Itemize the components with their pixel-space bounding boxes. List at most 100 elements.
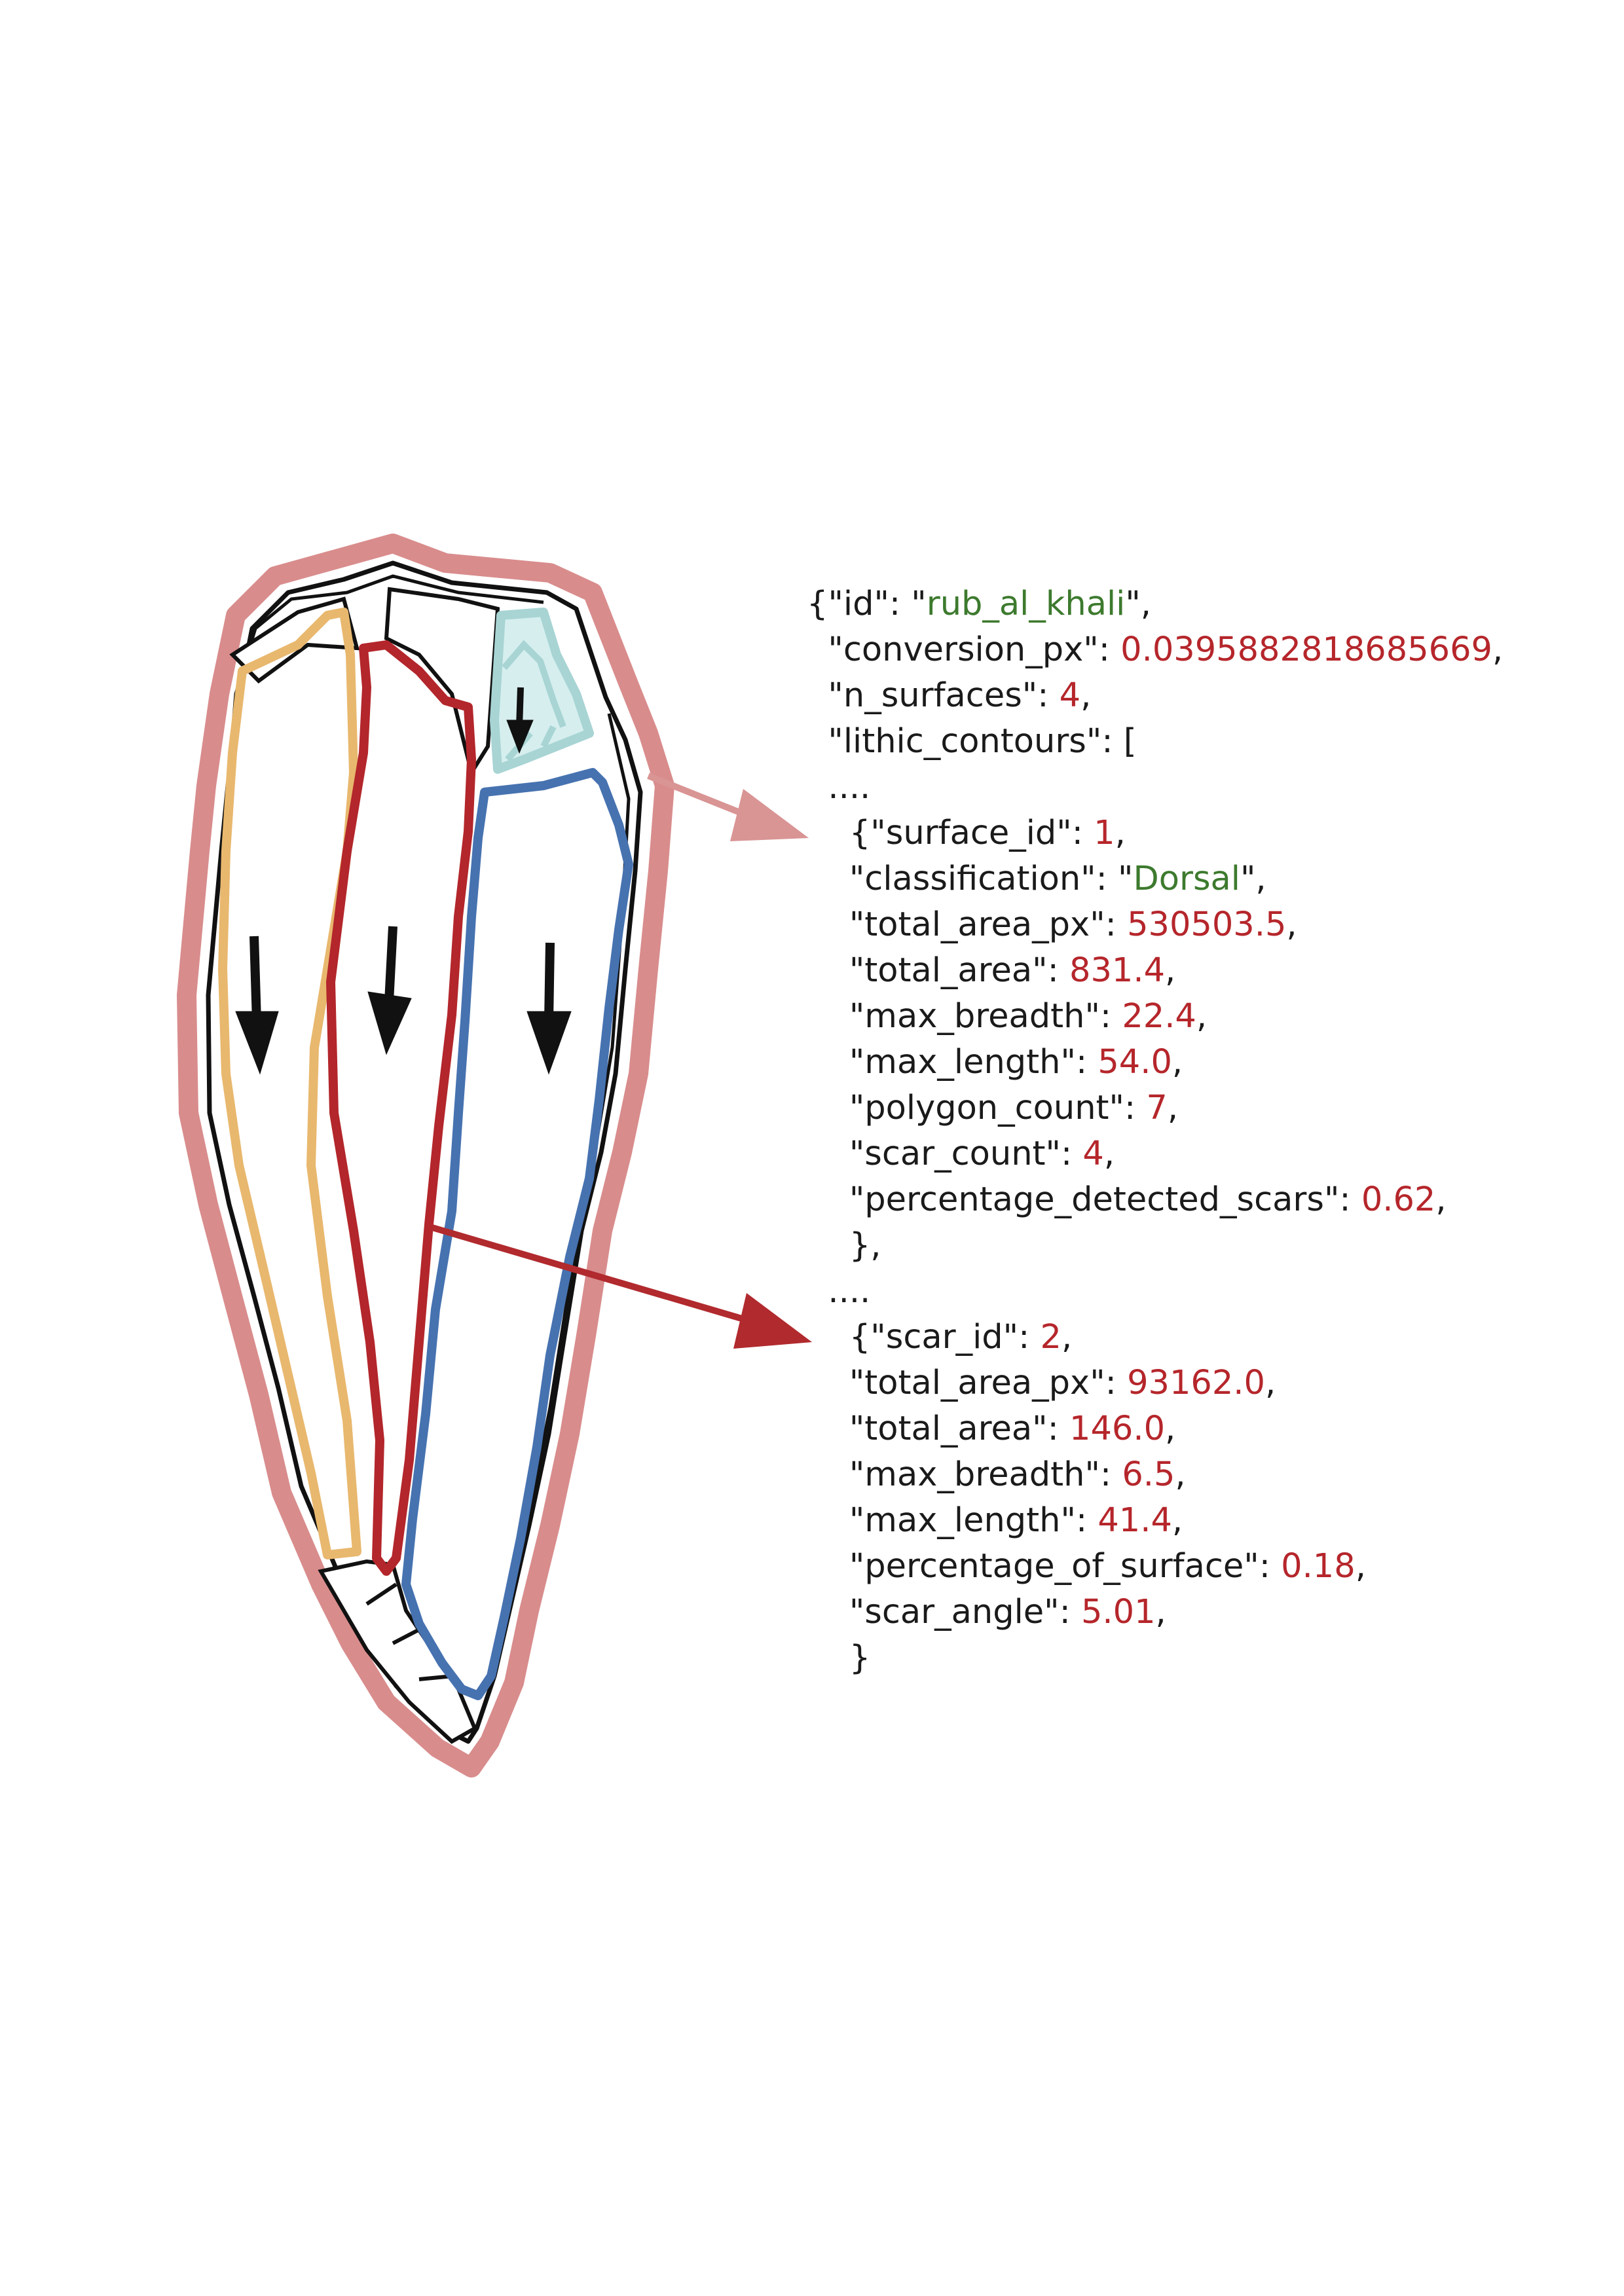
json-line: "scar_count": 4, [807, 1131, 1503, 1177]
json-punct: , [1155, 1593, 1166, 1631]
json-line: "max_breadth": 6.5, [807, 1452, 1503, 1498]
json-punct: , [1165, 1410, 1176, 1448]
json-punct: , [1172, 1043, 1183, 1082]
pointer-arrowhead-scar [733, 1293, 812, 1349]
json-key: {"scar_id": [807, 1318, 1041, 1357]
json-line: {"surface_id": 1, [807, 811, 1503, 856]
surface-contour-orange [218, 608, 361, 1559]
json-line: "total_area_px": 93162.0, [807, 1360, 1503, 1406]
json-key: "lithic_contours": [ [807, 722, 1137, 761]
json-line: }, [807, 1223, 1503, 1269]
surface-contour-blue [401, 768, 633, 1700]
json-value: 6.5 [1122, 1455, 1175, 1494]
json-value: 4 [1082, 1135, 1104, 1173]
json-key: "max_length": [807, 1043, 1098, 1082]
surface-contour-red [326, 640, 476, 1576]
json-key: "total_area_px": [807, 905, 1128, 944]
json-key: }, [807, 1226, 881, 1265]
json-key: "max_length": [807, 1501, 1098, 1540]
json-code-block: {"id": "rub_al_khali", "conversion_px": … [807, 581, 1503, 1681]
json-line: "total_area": 146.0, [807, 1406, 1503, 1452]
json-punct: , [1103, 1135, 1115, 1173]
json-value: 41.4 [1098, 1501, 1172, 1540]
json-punct: , [1435, 1180, 1447, 1219]
arrow-down-icon [544, 942, 555, 1022]
json-punct: ", [1125, 585, 1151, 623]
json-key: "polygon_count": [807, 1089, 1147, 1127]
arrow-down-icon [526, 1011, 572, 1075]
json-value: 1 [1094, 814, 1115, 852]
json-line: } [807, 1635, 1503, 1681]
json-punct: , [1165, 951, 1176, 990]
json-punct: , [1355, 1547, 1366, 1586]
lithic-outline-halo [177, 534, 674, 1777]
json-key: .... [807, 1272, 871, 1311]
json-value: 5.01 [1080, 1593, 1156, 1631]
json-line: "max_length": 41.4, [807, 1498, 1503, 1544]
json-line: .... [807, 765, 1503, 811]
arrow-down-icon [384, 926, 397, 1002]
json-line: "scar_angle": 5.01, [807, 1590, 1503, 1635]
json-value: 22.4 [1122, 997, 1196, 1036]
json-key: "percentage_detected_scars": [807, 1180, 1361, 1219]
json-line: "conversion_px": 0.0395882818685669, [807, 627, 1503, 673]
arrow-down-icon [249, 936, 261, 1022]
json-value: 0.18 [1281, 1547, 1356, 1586]
arrow-down-icon [235, 1011, 279, 1075]
json-value: 530503.5 [1127, 905, 1287, 944]
json-value: 831.4 [1069, 951, 1166, 990]
json-punct: , [1080, 676, 1092, 715]
json-punct: , [1286, 905, 1297, 944]
json-key: "classification": " [807, 860, 1134, 898]
json-key: "total_area_px": [807, 1364, 1128, 1402]
json-key: } [807, 1639, 871, 1677]
json-line: "n_surfaces": 4, [807, 673, 1503, 719]
json-value: 54.0 [1098, 1043, 1172, 1082]
json-key: "scar_angle": [807, 1593, 1081, 1631]
json-line: "total_area": 831.4, [807, 948, 1503, 994]
json-value: 0.62 [1361, 1180, 1436, 1219]
json-key: "n_surfaces": [807, 676, 1060, 715]
scar-separator-1 [365, 1582, 397, 1606]
json-key: "max_breadth": [807, 997, 1122, 1036]
json-key: {"surface_id": [807, 814, 1094, 852]
json-punct: , [1196, 997, 1208, 1036]
json-line: "percentage_of_surface": 0.18, [807, 1544, 1503, 1590]
json-punct: , [1492, 630, 1504, 669]
json-line: "max_length": 54.0, [807, 1040, 1503, 1085]
json-value: 7 [1146, 1089, 1168, 1127]
json-key: "total_area": [807, 1410, 1070, 1448]
json-key: "scar_count": [807, 1135, 1083, 1173]
json-line: {"id": "rub_al_khali", [807, 581, 1503, 627]
flake-direction-arrows [235, 687, 572, 1075]
json-value: 0.0395882818685669 [1120, 630, 1492, 669]
json-key: {"id": " [807, 585, 927, 623]
json-value: rub_al_khali [926, 585, 1126, 623]
json-punct: , [1175, 1455, 1186, 1494]
json-line: "percentage_detected_scars": 0.62, [807, 1177, 1503, 1223]
json-line: "classification": "Dorsal", [807, 856, 1503, 902]
pointer-arrowhead-surface [730, 789, 809, 841]
arrow-down-icon [367, 991, 412, 1055]
json-key: "max_breadth": [807, 1455, 1122, 1494]
json-line: {"scar_id": 2, [807, 1315, 1503, 1360]
json-line: .... [807, 1269, 1503, 1315]
json-value: 2 [1040, 1318, 1061, 1357]
json-key: "conversion_px": [807, 630, 1121, 669]
json-line: "polygon_count": 7, [807, 1085, 1503, 1131]
json-value: Dorsal [1133, 860, 1240, 898]
json-value: 146.0 [1069, 1410, 1166, 1448]
json-line: "total_area_px": 530503.5, [807, 902, 1503, 948]
json-punct: , [1167, 1089, 1179, 1127]
pointer-arrow-scar [431, 1224, 767, 1329]
json-value: 93162.0 [1127, 1364, 1265, 1402]
json-line: "lithic_contours": [ [807, 719, 1503, 765]
json-punct: , [1172, 1501, 1183, 1540]
json-punct: ", [1240, 860, 1266, 898]
json-punct: , [1061, 1318, 1073, 1357]
json-key: "total_area": [807, 951, 1070, 990]
json-punct: , [1264, 1364, 1276, 1402]
json-value: 4 [1059, 676, 1081, 715]
json-line: "max_breadth": 22.4, [807, 994, 1503, 1040]
